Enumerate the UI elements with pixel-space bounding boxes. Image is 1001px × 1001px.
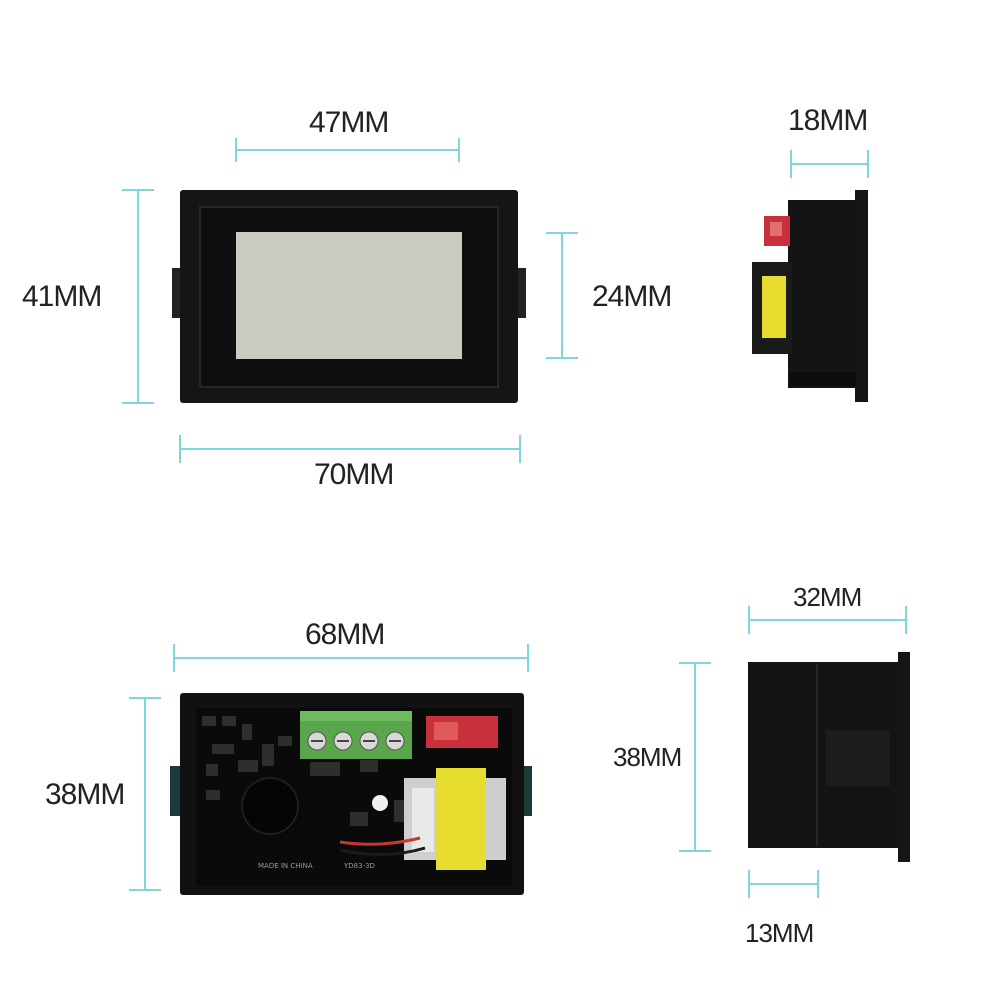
back-left-clip [170, 766, 180, 816]
black-wire [339, 846, 426, 856]
side-top-body [788, 200, 858, 388]
side-view-top [752, 190, 868, 402]
transformer-tape [436, 768, 486, 870]
front-dimension-lines [122, 138, 578, 463]
pcb-model-text: YD83-3D [344, 862, 375, 870]
side-top-dimension-lines [790, 150, 869, 178]
side-bottom-bezel [898, 652, 910, 862]
pcb-made-in-text: MADE IN CHINA [258, 862, 313, 870]
terminal-screws [307, 731, 405, 751]
front-width-label: 70MM [314, 458, 394, 491]
side-top-bezel [855, 190, 868, 402]
front-left-clip [172, 268, 182, 318]
back-dimension-lines [129, 644, 529, 891]
red-wire [339, 836, 421, 846]
side-top-depth-label: 18MM [788, 104, 868, 137]
screen-width-label: 47MM [309, 106, 389, 139]
screen-height-label: 24MM [592, 280, 672, 313]
back-width-label: 68MM [305, 618, 385, 651]
side-bottom-dimension-lines [679, 606, 907, 898]
front-view [172, 190, 526, 403]
side-bottom-bezel-label: 13MM [745, 918, 814, 948]
status-led [372, 795, 388, 811]
lcd-screen [236, 232, 462, 359]
front-height-label: 41MM [22, 280, 102, 313]
side-view-bottom [748, 652, 910, 862]
back-view [170, 693, 532, 895]
front-right-clip [516, 268, 526, 318]
side-bottom-height-label: 38MM [613, 742, 682, 772]
side-top-transformer-tape [762, 276, 786, 338]
back-right-clip [522, 766, 532, 816]
back-height-label: 38MM [45, 778, 125, 811]
buzzer [241, 777, 299, 835]
side-bottom-depth-label: 32MM [793, 582, 862, 612]
